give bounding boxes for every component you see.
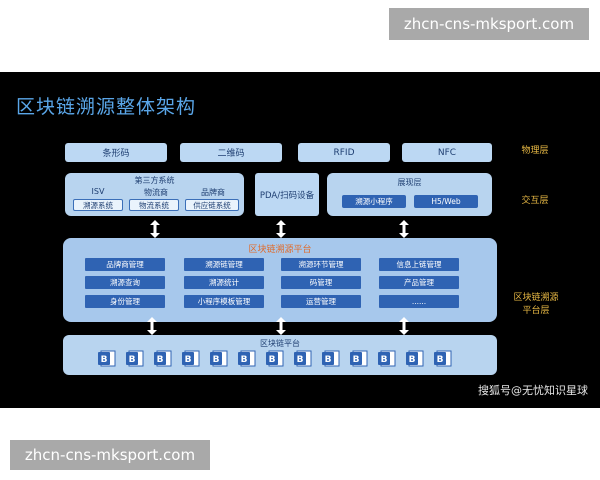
layer-label-interaction: 交互层: [521, 196, 549, 206]
module-more: ......: [379, 295, 459, 308]
physical-item-barcode: 条形码: [65, 143, 167, 162]
third-party-brand: 品牌商: [201, 188, 225, 197]
double-arrow-icon: [399, 317, 409, 335]
block-icon: B: [266, 350, 284, 367]
third-party-system-box: 第三方系统 ISV 物流商 品牌商 溯源系统 物流系统 供应链系统: [65, 173, 244, 216]
svg-text:B: B: [185, 355, 192, 365]
module-trace-step-management: 溯源环节管理: [281, 258, 361, 271]
presentation-layer-title: 展现层: [397, 178, 422, 187]
double-arrow-icon: [276, 220, 286, 238]
module-trace-statistics: 溯源统计: [184, 276, 264, 289]
block-icon: B: [182, 350, 200, 367]
svg-text:B: B: [381, 355, 388, 365]
svg-text:B: B: [213, 355, 220, 365]
module-brand-management: 品牌商管理: [85, 258, 165, 271]
layer-label-physical: 物理层: [521, 146, 549, 156]
block-icon: B: [98, 350, 116, 367]
physical-item-qrcode: 二维码: [180, 143, 282, 162]
diagram-title: 区块链溯源整体架构: [16, 96, 197, 118]
block-icon: B: [322, 350, 340, 367]
svg-text:B: B: [325, 355, 332, 365]
traceability-platform-box: 区块链溯源平台 品牌商管理 溯源链管理 溯源环节管理 信息上链管理 溯源查询 溯…: [63, 238, 497, 322]
block-icon: B: [294, 350, 312, 367]
svg-text:B: B: [353, 355, 360, 365]
presentation-layer-box: 展现层 溯源小程序 H5/Web: [327, 173, 492, 216]
block-icon: B: [406, 350, 424, 367]
layer-label-platform-line1: 区块链溯源: [513, 293, 559, 303]
layer-label-platform: 区块链溯源 平台层: [506, 292, 566, 318]
block-icon: B: [154, 350, 172, 367]
third-party-title: 第三方系统: [134, 176, 175, 185]
credit-text: 搜狐号@无忧知识星球: [478, 384, 588, 397]
watermark-bottom: zhcn-cns-mksport.com: [10, 440, 210, 470]
svg-text:B: B: [129, 355, 136, 365]
double-arrow-icon: [399, 220, 409, 238]
module-trace-chain-management: 溯源链管理: [184, 258, 264, 271]
block-icon: B: [126, 350, 144, 367]
block-icon: B: [434, 350, 452, 367]
module-mini-template-management: 小程序模板管理: [184, 295, 264, 308]
blockchain-platform-title: 区块链平台: [260, 339, 300, 348]
module-product-management: 产品管理: [379, 276, 459, 289]
third-party-isv: ISV: [91, 187, 105, 196]
block-icon: B: [378, 350, 396, 367]
module-operations-management: 运营管理: [281, 295, 361, 308]
pda-scanner-box: PDA/扫码设备: [255, 173, 319, 216]
physical-item-nfc: NFC: [402, 143, 492, 162]
svg-text:B: B: [297, 355, 304, 365]
chip-mini-program: 溯源小程序: [342, 195, 406, 208]
block-icon: B: [210, 350, 228, 367]
block-icon: B: [238, 350, 256, 367]
chip-h5-web: H5/Web: [414, 195, 478, 208]
svg-text:B: B: [437, 355, 444, 365]
module-onchain-management: 信息上链管理: [379, 258, 459, 271]
module-identity-management: 身份管理: [85, 295, 165, 308]
architecture-slide: 区块链溯源整体架构 条形码 二维码 RFID NFC 物理层 第三方系统 ISV…: [0, 72, 600, 408]
blockchain-platform-box: 区块链平台 B B B B B B B B B B B B B: [63, 335, 497, 375]
physical-item-rfid: RFID: [298, 143, 390, 162]
chip-supply-chain-system: 供应链系统: [185, 199, 239, 211]
block-icon: B: [350, 350, 368, 367]
platform-title: 区块链溯源平台: [248, 245, 312, 255]
svg-text:B: B: [241, 355, 248, 365]
module-trace-query: 溯源查询: [85, 276, 165, 289]
double-arrow-icon: [150, 220, 160, 238]
svg-text:B: B: [269, 355, 276, 365]
svg-text:B: B: [409, 355, 416, 365]
double-arrow-icon: [147, 317, 157, 335]
module-code-management: 码管理: [281, 276, 361, 289]
chip-logistics-system: 物流系统: [129, 199, 179, 211]
double-arrow-icon: [276, 317, 286, 335]
svg-text:B: B: [101, 355, 108, 365]
layer-label-platform-line2: 平台层: [522, 306, 550, 316]
watermark-top: zhcn-cns-mksport.com: [389, 8, 589, 40]
chip-trace-system: 溯源系统: [73, 199, 123, 211]
svg-text:B: B: [157, 355, 164, 365]
third-party-logistics: 物流商: [144, 188, 168, 197]
